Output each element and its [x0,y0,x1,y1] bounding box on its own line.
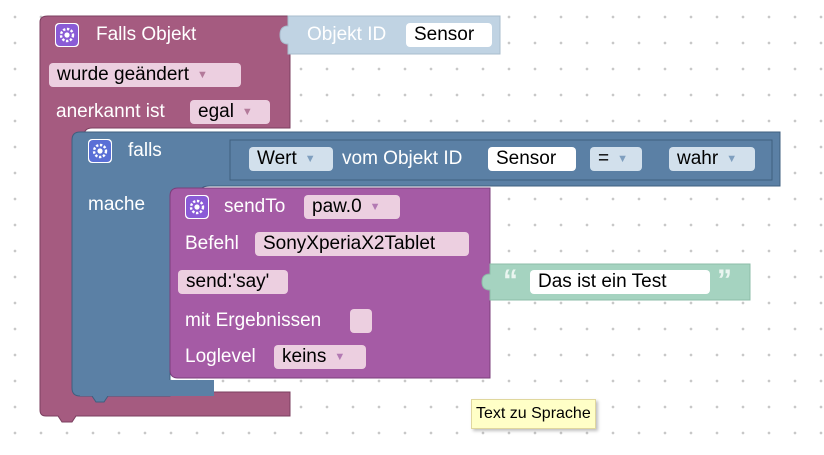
object-id-input[interactable]: Sensor [406,23,492,47]
ack-dropdown-label: egal [198,101,234,122]
if-object-input[interactable]: Sensor [488,147,576,171]
dropdown-arrow-icon: ▼ [197,69,208,81]
object-id-label: Objekt ID [307,24,387,45]
if-block-footer [80,380,214,396]
ack-label: anerkannt ist [56,101,165,122]
instance-dropdown-label: paw.0 [312,196,362,217]
condition-slot-shape [229,139,773,181]
results-checkbox[interactable] [350,309,372,333]
instance-dropdown[interactable]: paw.0 ▼ [304,195,400,219]
command-label: Befehl [185,233,239,254]
changed-dropdown-label: wurde geändert [57,64,190,85]
loglevel-label: Loglevel [185,346,256,367]
sendto-label: sendTo [224,196,286,217]
value-dropdown[interactable]: Wert ▼ [249,147,333,171]
trigger-gear-icon[interactable] [55,23,79,47]
operator-label: = [598,148,610,169]
loglevel-dropdown-label: keins [282,346,327,367]
operator-dropdown[interactable]: =▼ [590,147,642,171]
sendto-gear-icon[interactable] [185,195,209,219]
do-label: mache [88,194,146,215]
trigger-title: Falls Objekt [96,24,197,45]
if-label: falls [128,140,162,161]
compare-label: wahr [677,148,719,169]
compare-dropdown[interactable]: wahr ▼ [669,147,755,171]
quote-open-icon: “ [503,264,518,297]
param-name-input[interactable]: send:'say' [178,270,288,294]
results-label: mit Ergebnissen [185,310,322,331]
ack-dropdown[interactable]: egal ▼ [190,100,270,124]
value-dropdown-label: Wert [257,148,297,169]
text-input[interactable]: Das ist ein Test [530,270,710,294]
dropdown-arrow-icon: ▼ [241,106,253,118]
dropdown-arrow-icon: ▼ [726,153,738,165]
dropdown-arrow-icon: ▼ [369,201,381,213]
dropdown-arrow-icon: ▼ [617,153,628,165]
changed-dropdown[interactable]: wurde geändert ▼ [49,63,241,87]
if-gear-icon[interactable] [88,139,112,163]
of-object-label: vom Objekt ID [342,148,463,169]
quote-close-icon: ” [717,264,732,297]
dropdown-arrow-icon: ▼ [334,351,346,363]
dropdown-arrow-icon: ▼ [304,153,316,165]
tooltip: Text zu Sprache [471,399,596,429]
loglevel-dropdown[interactable]: keins ▼ [274,345,366,369]
command-input[interactable]: SonyXperiaX2Tablet [255,232,469,256]
